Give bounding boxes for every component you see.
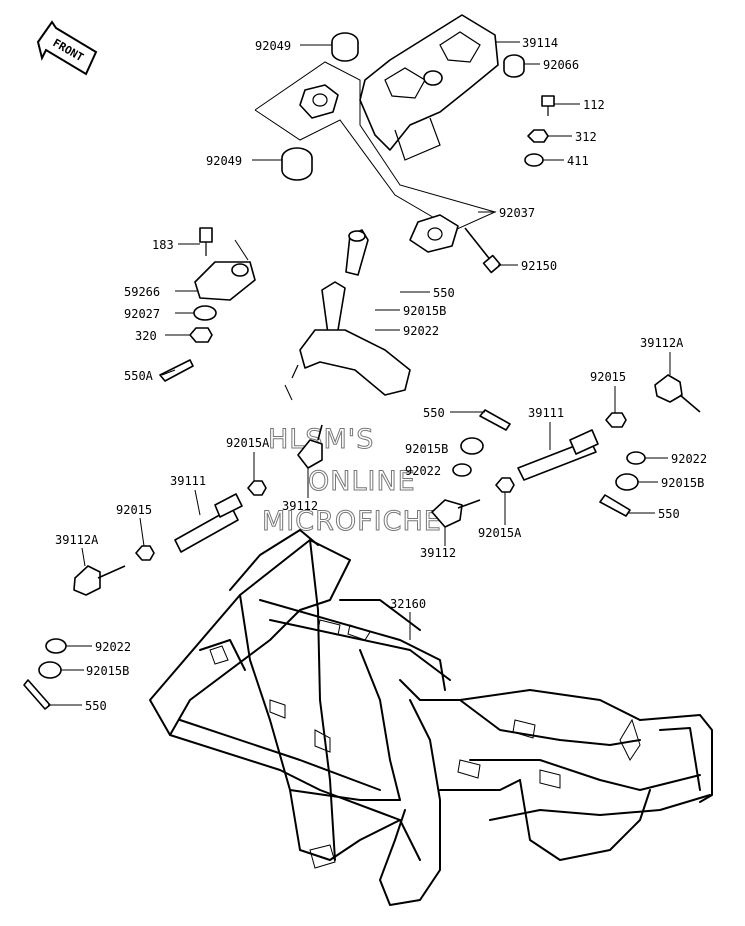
callout-320: 320 xyxy=(135,329,157,343)
shaft-bearing-holder xyxy=(159,227,256,382)
callout-92015A-left: 92015A xyxy=(226,436,270,450)
callout-550-mid: 550 xyxy=(423,406,445,420)
callout-39112A-right: 39112A xyxy=(640,336,684,350)
callout-92037: 92037 xyxy=(499,206,535,220)
callout-39111-left: 39111 xyxy=(170,474,206,488)
callout-92027: 92027 xyxy=(124,307,160,321)
callout-92022-bottom: 92022 xyxy=(95,640,131,654)
callout-39112-left: 39112 xyxy=(282,499,318,513)
frame-32160 xyxy=(149,529,713,906)
callout-labels: 92049 39114 92066 112 312 411 92049 9203… xyxy=(55,36,707,713)
callout-39112A-left: 39112A xyxy=(55,533,99,547)
callout-92015B-bottom: 92015B xyxy=(86,664,129,678)
watermark-line3: MICROFICHE xyxy=(262,506,442,537)
callout-39111-right: 39111 xyxy=(528,406,564,420)
callout-550-top: 550 xyxy=(433,286,455,300)
callout-39114: 39114 xyxy=(522,36,558,50)
callout-312: 312 xyxy=(575,130,597,144)
callout-92015B-right: 92015B xyxy=(661,476,704,490)
callout-112: 112 xyxy=(583,98,605,112)
leader-lines xyxy=(48,41,671,706)
callout-32160: 32160 xyxy=(390,597,426,611)
callout-183: 183 xyxy=(152,238,174,252)
watermark-line2: ONLINE xyxy=(308,466,416,497)
front-arrow-badge: FRONT xyxy=(36,20,98,76)
callout-92022-mid: 92022 xyxy=(405,464,441,478)
callout-92015B-top: 92015B xyxy=(403,304,446,318)
handlebar-holder-assembly xyxy=(254,14,555,274)
callout-550A: 550A xyxy=(124,369,154,383)
callout-92066: 92066 xyxy=(543,58,579,72)
callout-92015B-mid: 92015B xyxy=(405,442,448,456)
callout-92015A-right: 92015A xyxy=(478,526,522,540)
callout-59266: 59266 xyxy=(124,285,160,299)
callout-92015-left: 92015 xyxy=(116,503,152,517)
callout-92022-right: 92022 xyxy=(671,452,707,466)
callout-92150: 92150 xyxy=(521,259,557,273)
callout-92015-right: 92015 xyxy=(590,370,626,384)
callout-550-right: 550 xyxy=(658,507,680,521)
callout-550-bottom: 550 xyxy=(85,699,107,713)
callout-92049-top: 92049 xyxy=(255,39,291,53)
callout-92022-top: 92022 xyxy=(403,324,439,338)
callout-92049-mid: 92049 xyxy=(206,154,242,168)
callout-411: 411 xyxy=(567,154,589,168)
watermark: HLSM'S ONLINE MICROFICHE xyxy=(262,424,442,538)
callout-39112-right: 39112 xyxy=(420,546,456,560)
tie-rod-assembly xyxy=(23,374,701,710)
steering-shaft xyxy=(234,229,411,401)
